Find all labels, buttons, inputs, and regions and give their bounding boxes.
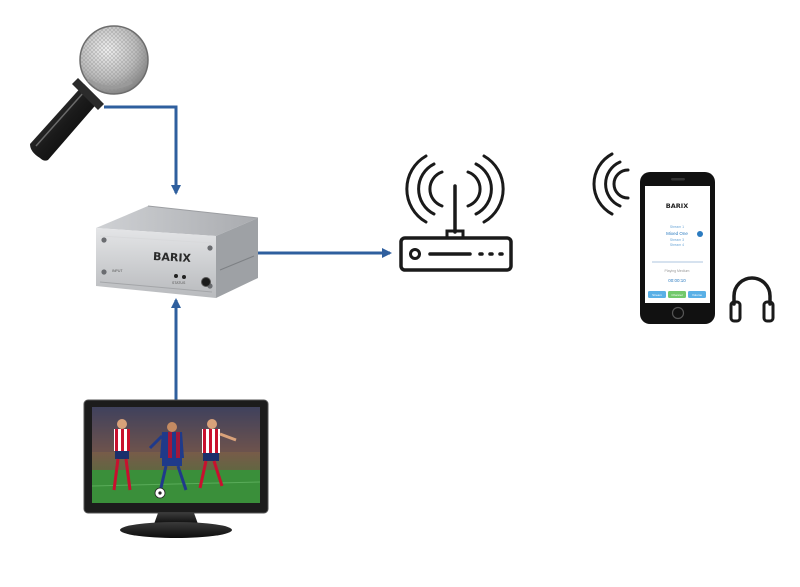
connector-mic-to-encoder (104, 107, 176, 193)
tv-screen-football-image (92, 407, 260, 503)
phone-stream-line-1: Stream 1 (670, 225, 684, 229)
phone-brand-label: BARIX (666, 202, 688, 210)
audio-encoder-device: BARIX INPUT STATUS (96, 206, 258, 298)
phone-stream-title: Mixed One (666, 231, 688, 236)
play-icon[interactable] (697, 231, 703, 237)
wifi-signal-icon (594, 154, 628, 214)
status-led-1 (174, 274, 178, 278)
smartphone: BARIX Stream 1 Mixed One Stream 3 Stream… (640, 172, 715, 324)
microphone-icon (30, 26, 148, 161)
phone-button-1-label: Stream (652, 293, 662, 297)
phone-button-2-label: Channel (671, 293, 683, 297)
tv-monitor (84, 400, 268, 538)
status-led-2 (182, 275, 186, 279)
phone-stream-line-2: Stream 3 (670, 238, 684, 242)
phone-timer: 00:00:10 (668, 278, 686, 283)
encoder-port-label-right: STATUS (172, 281, 186, 285)
encoder-brand-label: BARIX (153, 250, 192, 265)
encoder-port-label-left: INPUT (112, 269, 123, 273)
phone-status-label: Playing Medium (665, 269, 690, 273)
phone-button-3-label: Volume (692, 293, 702, 297)
headphones-icon (731, 278, 773, 321)
wifi-router-icon (401, 156, 511, 270)
audio-jack (202, 278, 211, 287)
phone-stream-line-3: Stream 4 (670, 243, 684, 247)
